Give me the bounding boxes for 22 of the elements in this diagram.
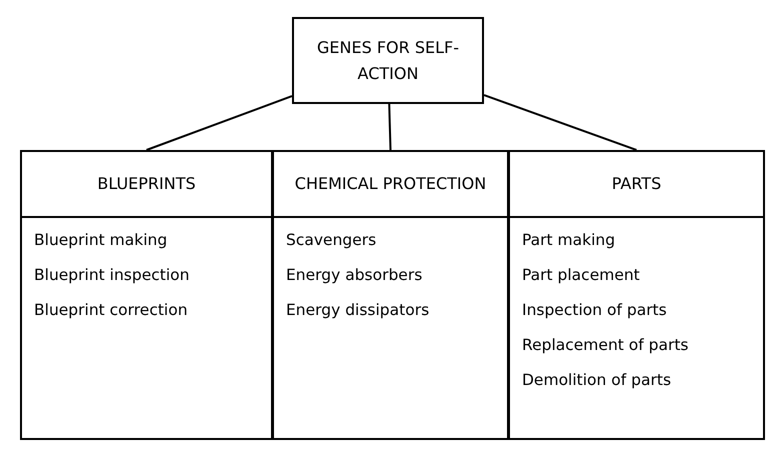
list-item: Energy dissipators — [286, 300, 430, 321]
list-item: Blueprint making — [34, 230, 168, 251]
list-item: Demolition of parts — [522, 370, 672, 391]
category-column — [272, 150, 509, 440]
category-column — [508, 150, 765, 440]
list-item: Energy absorbers — [286, 265, 424, 286]
list-item: Blueprint inspection — [34, 265, 190, 286]
list-item: Scavengers — [286, 230, 378, 251]
root-box — [292, 17, 484, 104]
column-heading: BLUEPRINTS — [97, 173, 196, 195]
connector-line — [388, 104, 392, 150]
list-item: Replacement of parts — [522, 335, 690, 356]
connector-line — [146, 95, 292, 151]
connector-line — [484, 94, 637, 151]
column-heading: PARTS — [612, 173, 662, 195]
list-item: Blueprint correction — [34, 300, 189, 321]
category-column — [20, 150, 273, 440]
column-heading: CHEMICAL PROTECTION — [294, 173, 486, 195]
box-title: GENES FOR SELF-ACTION — [316, 36, 460, 84]
list-item: Inspection of parts — [522, 300, 668, 321]
list-item: Part making — [522, 230, 616, 251]
list-item: Part placement — [522, 265, 641, 286]
